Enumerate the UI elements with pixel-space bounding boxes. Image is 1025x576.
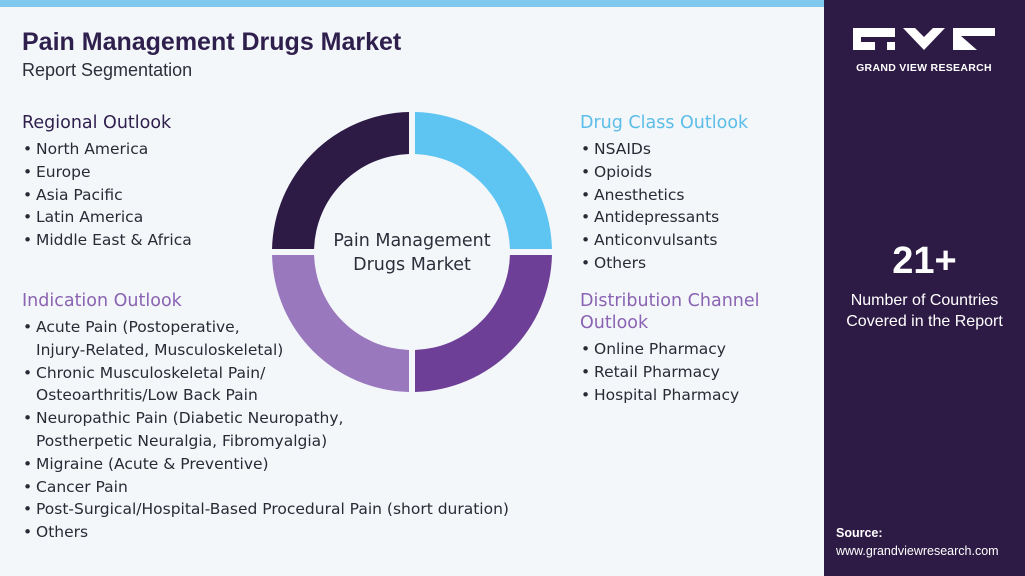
drug-class-outlook-title: Drug Class Outlook	[580, 113, 749, 133]
indication-outlook-list: Acute Pain (Postoperative,Injury-Related…	[22, 316, 509, 544]
gvr-logo-icon	[853, 28, 995, 50]
countries-count: 21+	[892, 240, 957, 282]
top-accent-bar	[0, 0, 824, 7]
sidebar-panel: GRAND VIEW RESEARCH 21+ Number of Countr…	[824, 0, 1025, 576]
donut-segment-bottom-right	[415, 255, 552, 392]
distribution-channel-outlook-list: Online Pharmacy Retail Pharmacy Hospital…	[580, 338, 760, 406]
drug-class-outlook-list: NSAIDs Opioids Anesthetics Antidepressan…	[580, 138, 748, 275]
list-item: Online Pharmacy	[580, 338, 760, 361]
donut-segment-top-left	[272, 112, 409, 249]
source-note: Source: www.grandviewresearch.com	[836, 524, 999, 560]
list-item: Europe	[22, 161, 192, 184]
regional-outlook-section: Regional Outlook North America Europe As…	[22, 112, 192, 252]
page-subtitle: Report Segmentation	[22, 60, 193, 80]
indication-outlook-title: Indication Outlook	[22, 291, 182, 311]
list-item: NSAIDs	[580, 138, 748, 161]
source-label: Source:	[836, 526, 883, 540]
list-item: Retail Pharmacy	[580, 361, 760, 384]
list-item: Others	[22, 521, 509, 544]
donut-segment-top-right	[415, 112, 552, 249]
list-item: Anticonvulsants	[580, 229, 748, 252]
regional-outlook-title: Regional Outlook	[22, 113, 172, 133]
list-item: Post-Surgical/Hospital-Based Procedural …	[22, 498, 509, 521]
list-item: Anesthetics	[580, 184, 748, 207]
page-title: Pain Management Drugs Market	[22, 28, 402, 56]
list-item: Antidepressants	[580, 206, 748, 229]
grand-view-research-logo: GRAND VIEW RESEARCH	[853, 28, 995, 74]
drug-class-outlook-section: Drug Class Outlook NSAIDs Opioids Anesth…	[580, 112, 748, 275]
donut-segment-bottom-left	[272, 255, 409, 392]
list-item: North America	[22, 138, 192, 161]
main-panel: Pain Management Drugs Market Report Segm…	[0, 0, 824, 576]
list-item: Others	[580, 252, 748, 275]
indication-outlook-section: Indication Outlook Acute Pain (Postopera…	[22, 290, 509, 544]
list-item: Opioids	[580, 161, 748, 184]
list-item: Acute Pain (Postoperative,Injury-Related…	[22, 316, 509, 362]
logo-text: GRAND VIEW RESEARCH	[856, 62, 992, 74]
list-item: Latin America	[22, 206, 192, 229]
list-item: Cancer Pain	[22, 476, 509, 499]
segmentation-donut	[272, 112, 552, 392]
list-item: Hospital Pharmacy	[580, 384, 760, 407]
list-item: Neuropathic Pain (Diabetic Neuropathy,Po…	[22, 407, 509, 453]
list-item: Chronic Musculoskeletal Pain/Osteoarthri…	[22, 362, 509, 408]
list-item: Middle East & Africa	[22, 229, 192, 252]
list-item: Migraine (Acute & Preventive)	[22, 453, 509, 476]
source-url: www.grandviewresearch.com	[836, 544, 999, 558]
regional-outlook-list: North America Europe Asia Pacific Latin …	[22, 138, 192, 252]
list-item: Asia Pacific	[22, 184, 192, 207]
